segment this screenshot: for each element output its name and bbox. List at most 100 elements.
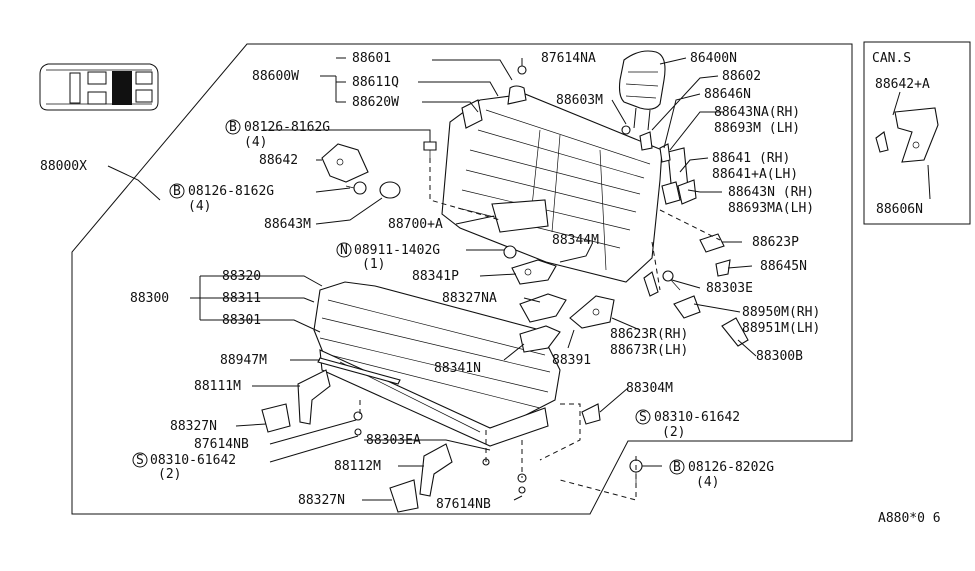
label-88693MA: 88693MA(LH) [728, 201, 814, 216]
bolt-08126-8202G-icon [629, 459, 643, 486]
label-88112M: 88112M [334, 459, 381, 474]
label-88620W: 88620W [352, 95, 399, 110]
hinge-88623R-icon [643, 271, 659, 297]
label-88300: 88300 [130, 291, 169, 306]
nut-08911-icon [503, 245, 517, 259]
label-08310-61642-a-qty: (2) [662, 425, 685, 440]
label-88700A: 88700+A [388, 217, 443, 232]
label-88950M: 88950M(RH) [742, 305, 820, 320]
bracket-88341P-icon [511, 259, 557, 285]
label-88602: 88602 [722, 69, 761, 84]
label-88327NA: 88327NA [442, 291, 497, 306]
label-88601: 88601 [352, 51, 391, 66]
label-87614NA: 87614NA [541, 51, 596, 66]
label-87614NB-b: 87614NB [436, 497, 491, 512]
label-88344M: 88344M [552, 233, 599, 248]
clip-88602-icon [639, 131, 653, 151]
bolt-88303E-icon [662, 270, 681, 291]
cap-88643M-icon [379, 181, 401, 199]
label-08911-1402G: 08911-1402G [354, 243, 440, 258]
label-88303E: 88303E [706, 281, 753, 296]
small-fasteners-icon [353, 65, 631, 494]
label-08126-8202G-qty: (4) [696, 475, 719, 490]
label-88643N: 88643N (RH) [728, 185, 814, 200]
label-88320: 88320 [222, 269, 261, 284]
label-88111M: 88111M [194, 379, 241, 394]
label-88000X: 88000X [40, 159, 87, 174]
bolt-symbol-c: B [669, 459, 685, 475]
bracket-88341N-icon [519, 325, 561, 353]
label-88641A: 88641+A(LH) [712, 167, 798, 182]
can-s-bracket-icon [875, 107, 939, 163]
label-88673R: 88673R(LH) [610, 343, 688, 358]
label-88623P: 88623P [752, 235, 799, 250]
bolt-08126-icon [423, 141, 437, 160]
label-88327N-b: 88327N [298, 493, 345, 508]
label-08310-61642-a: 08310-61642 [654, 410, 740, 425]
label-08126-8202G: 08126-8202G [688, 460, 774, 475]
svg-text:B: B [173, 184, 181, 199]
label-88947M: 88947M [220, 353, 267, 368]
label-88603M: 88603M [556, 93, 603, 108]
bolt-88642-icon [345, 181, 367, 195]
label-88303EA: 88303EA [366, 433, 421, 448]
bracket-88327NA-icon [519, 293, 567, 323]
bracket-88111M-icon [261, 369, 331, 433]
bracket-88947M-icon [317, 357, 401, 385]
bracket-88641-icon [661, 147, 697, 205]
label-08126-8162G-b-qty: (4) [188, 199, 211, 214]
bolt-symbol-a: B [225, 119, 241, 135]
label-88341N: 88341N [434, 361, 481, 376]
label-88327N-a: 88327N [170, 419, 217, 434]
assembly-frame [71, 43, 853, 515]
label-88951M: 88951M(LH) [742, 321, 820, 336]
label-88300B: 88300B [756, 349, 803, 364]
label-88641: 88641 (RH) [712, 151, 790, 166]
label-88606N: 88606N [876, 202, 923, 217]
seat-cushion-icon [313, 281, 561, 447]
bracket-88112M-icon [389, 443, 453, 513]
svg-text:S: S [639, 410, 647, 425]
bolt-symbol-b: B [169, 183, 185, 199]
cover-88300B-icon [721, 317, 749, 347]
label-88646N: 88646N [704, 87, 751, 102]
label-08310-61642-b-qty: (2) [158, 467, 181, 482]
label-88643NA: 88643NA(RH) [714, 105, 800, 120]
label-88611Q: 88611Q [352, 75, 399, 90]
clip-88646N-icon [659, 143, 671, 163]
svg-text:B: B [673, 460, 681, 475]
label-87614NB-a: 87614NB [194, 437, 249, 452]
label-88645N: 88645N [760, 259, 807, 274]
label-08310-61642-b: 08310-61642 [150, 453, 236, 468]
vehicle-locator-icon [39, 63, 159, 111]
label-88693M: 88693M (LH) [714, 121, 800, 136]
bracket-88645N-icon [715, 259, 731, 277]
svg-text:S: S [136, 453, 144, 468]
can-s-title: CAN.S [872, 51, 911, 66]
label-08911-1402G-qty: (1) [362, 257, 385, 272]
striker-88950M-icon [673, 295, 701, 319]
label-08126-8162G-b: 08126-8162G [188, 184, 274, 199]
bracket-88642-icon [321, 143, 369, 183]
diagram-code: A880*0 6 [878, 511, 941, 526]
label-88642: 88642 [259, 153, 298, 168]
label-88623R: 88623R(RH) [610, 327, 688, 342]
hinge-88391-icon [569, 295, 615, 329]
can-s-box: CAN.S 88642+A 88606N [863, 41, 971, 225]
screw-symbol-b: S [132, 452, 148, 468]
nut-symbol: N [336, 242, 352, 258]
label-88304M: 88304M [626, 381, 673, 396]
label-88301: 88301 [222, 313, 261, 328]
svg-text:B: B [229, 120, 237, 135]
headrest-icon [618, 50, 666, 131]
label-88643M: 88643M [264, 217, 311, 232]
bracket-88304M-icon [581, 403, 601, 425]
label-88642A: 88642+A [875, 77, 930, 92]
label-88311: 88311 [222, 291, 261, 306]
label-08126-8162G-a: 08126-8162G [244, 120, 330, 135]
seat-back-icon [441, 85, 663, 283]
label-08126-8162G-a-qty: (4) [244, 135, 267, 150]
label-88341P: 88341P [412, 269, 459, 284]
